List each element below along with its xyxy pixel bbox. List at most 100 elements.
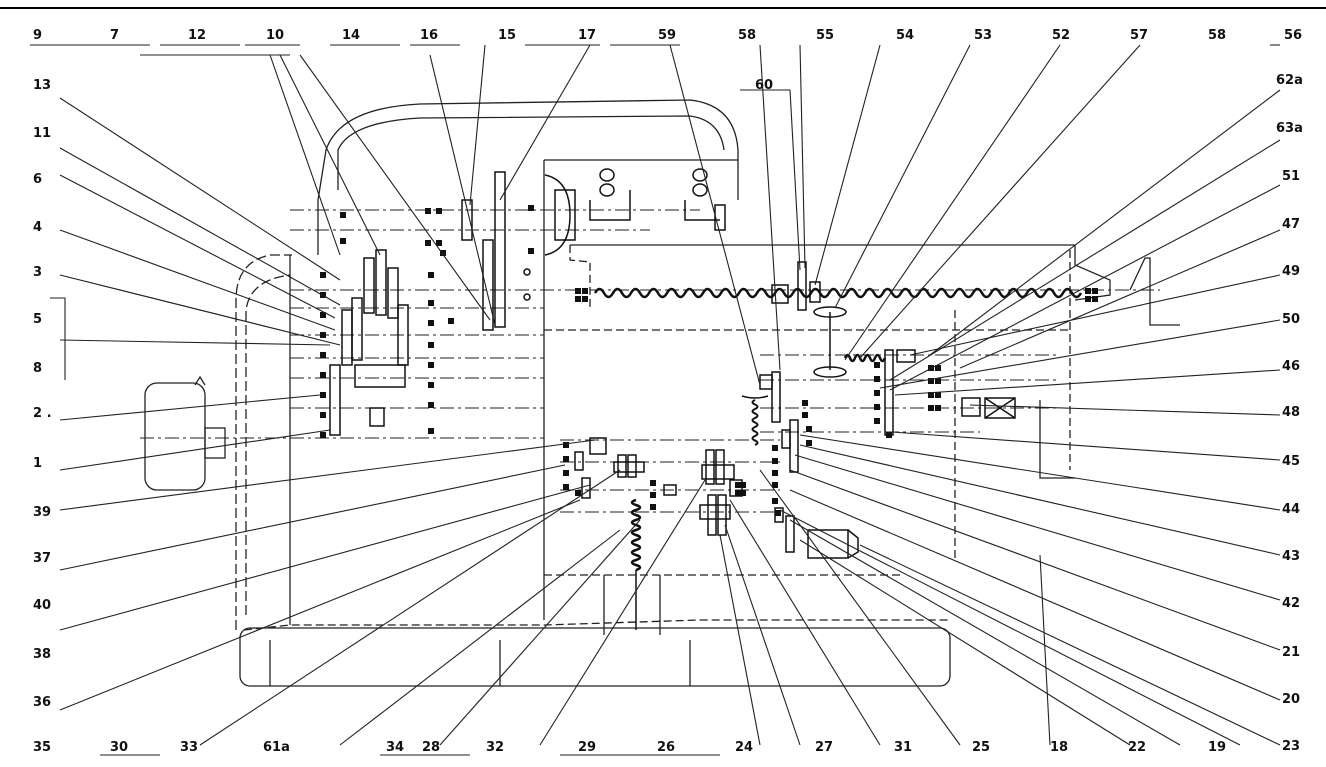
bearing-mark: [320, 412, 326, 418]
bearing-mark: [775, 510, 781, 516]
callout-label: 33: [180, 740, 198, 755]
callout-label: 36: [33, 695, 51, 710]
callout-label: 37: [33, 551, 51, 566]
bearing-mark: [425, 208, 431, 214]
bearing-mark: [563, 456, 569, 462]
callout-label: 44: [1282, 502, 1300, 517]
callout-label: 6: [33, 172, 42, 187]
bearing-mark: [802, 400, 808, 406]
bearing-mark: [528, 248, 534, 254]
callout-label: 20: [1282, 692, 1300, 707]
bearing-mark: [320, 312, 326, 318]
bearing-mark: [563, 442, 569, 448]
bearing-mark: [935, 378, 941, 384]
bearing-mark: [928, 405, 934, 411]
bearing-mark: [874, 376, 880, 382]
bearing-mark: [935, 405, 941, 411]
bearing-mark: [563, 470, 569, 476]
callout-label: 14: [342, 28, 360, 43]
bearing-mark: [428, 320, 434, 326]
bearing-mark: [1092, 288, 1098, 294]
gear-train: [329, 168, 1083, 630]
bearing-mark: [735, 482, 741, 488]
bearing-mark: [320, 372, 326, 378]
bearing-mark: [428, 402, 434, 408]
callout-label: 43: [1282, 549, 1300, 564]
callout-label: 26: [657, 740, 675, 755]
callout-label: 39: [33, 505, 51, 520]
bearing-mark: [772, 458, 778, 464]
callout-label: 51: [1282, 169, 1300, 184]
callout-label: 57: [1130, 28, 1148, 43]
callout-label: 56: [1284, 28, 1302, 43]
bearing-mark: [1092, 296, 1098, 302]
bearing-mark: [428, 428, 434, 434]
bearing-mark: [740, 482, 746, 488]
bearing-mark: [428, 342, 434, 348]
bearing-mark: [1085, 296, 1091, 302]
bearing-mark: [436, 240, 442, 246]
bearing-mark: [886, 432, 892, 438]
callout-label: 30: [110, 740, 128, 755]
callout-label: 3: [33, 265, 42, 280]
bearing-mark: [802, 412, 808, 418]
bearings: [320, 205, 1098, 516]
callout-label: 23: [1282, 739, 1300, 754]
callout-label: 32: [486, 740, 504, 755]
bearing-mark: [448, 318, 454, 324]
callout-label: 25: [972, 740, 990, 755]
bearing-mark: [428, 362, 434, 368]
bearing-mark: [935, 392, 941, 398]
bearing-mark: [928, 392, 934, 398]
callout-label: 8: [33, 361, 42, 376]
callout-label: 22: [1128, 740, 1146, 755]
bearing-mark: [340, 238, 346, 244]
bearing-mark: [874, 418, 880, 424]
bearing-mark: [440, 250, 446, 256]
bearing-mark: [650, 480, 656, 486]
bearing-mark: [436, 208, 442, 214]
callout-label: 46: [1282, 359, 1300, 374]
bearing-mark: [582, 296, 588, 302]
bearing-mark: [735, 490, 741, 496]
bearing-mark: [320, 392, 326, 398]
callout-label: 7: [110, 28, 119, 43]
bearing-mark: [320, 352, 326, 358]
bearing-mark: [806, 440, 812, 446]
callout-label: 40: [33, 598, 51, 613]
callout-label: 59: [658, 28, 676, 43]
callout-label: 60: [755, 78, 773, 93]
leader-lines: [30, 44, 1281, 756]
callout-label: 62a: [1276, 73, 1303, 88]
callout-label: 61a: [263, 740, 290, 755]
callout-label: 12: [188, 28, 206, 43]
bearing-mark: [575, 296, 581, 302]
bearing-mark: [582, 288, 588, 294]
bearing-mark: [772, 470, 778, 476]
callout-label: 35: [33, 740, 51, 755]
bearing-mark: [428, 272, 434, 278]
callout-label: 2 .: [33, 406, 52, 421]
bearing-mark: [772, 498, 778, 504]
callout-label: 27: [815, 740, 833, 755]
callout-label: 50: [1282, 312, 1300, 327]
bearing-mark: [563, 484, 569, 490]
bearing-mark: [772, 445, 778, 451]
callout-label: 13: [33, 78, 51, 93]
bearing-mark: [874, 390, 880, 396]
bearing-mark: [772, 482, 778, 488]
bearing-mark: [575, 490, 581, 496]
bearing-mark: [320, 432, 326, 438]
bearing-mark: [740, 490, 746, 496]
callout-label: 11: [33, 126, 51, 141]
bearing-mark: [425, 240, 431, 246]
callout-label: 47: [1282, 217, 1300, 232]
callout-label: 58: [1208, 28, 1226, 43]
callout-label: 58: [738, 28, 756, 43]
callout-label: 17: [578, 28, 596, 43]
callout-label: 54: [896, 28, 914, 43]
bearing-mark: [1085, 288, 1091, 294]
callout-label: 42: [1282, 596, 1300, 611]
callout-label: 9: [33, 28, 42, 43]
